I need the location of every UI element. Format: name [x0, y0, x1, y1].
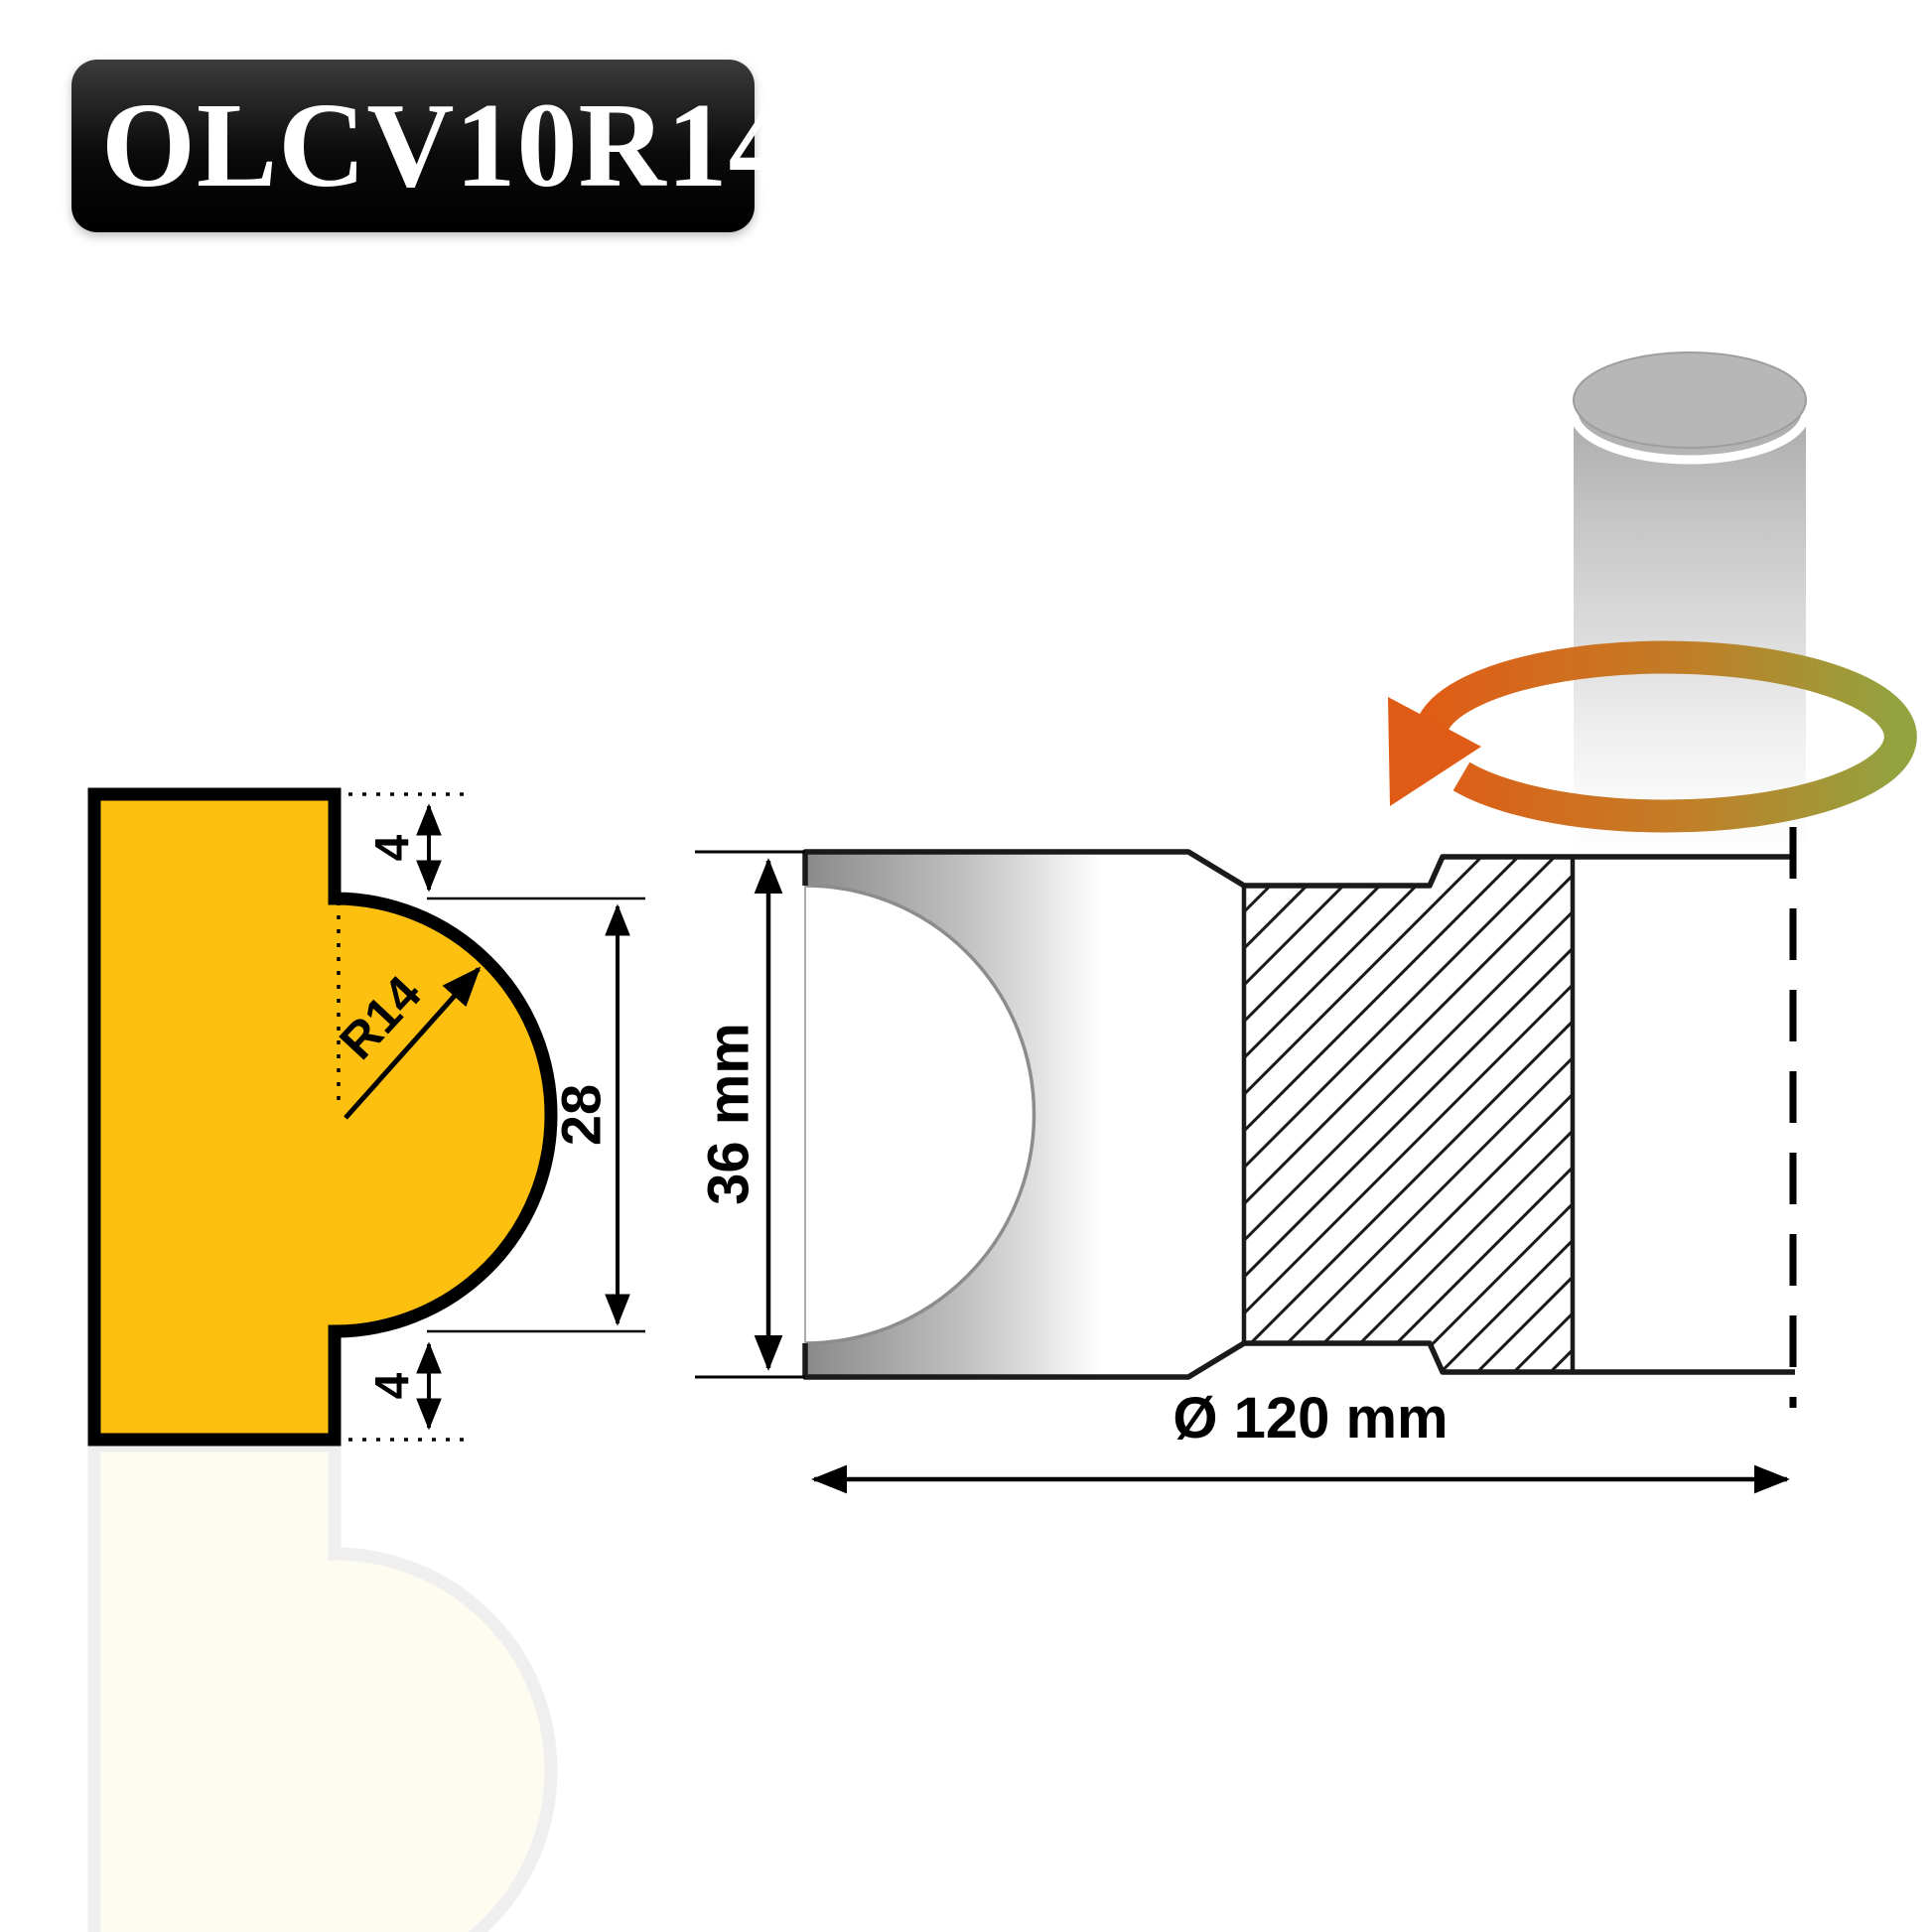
dimension-bottom-offset: 4 [367, 1341, 442, 1431]
dimension-label: 36 mm [697, 1023, 761, 1205]
dimension-arc-height: 28 [427, 897, 645, 1333]
dimension-label: 4 [367, 834, 420, 861]
dimension-diameter: Ø 120 mm [811, 1386, 1790, 1494]
dimension-label: Ø 120 mm [1173, 1386, 1448, 1450]
profile-reflection [94, 1446, 551, 1932]
dimension-label: 4 [367, 1372, 420, 1399]
spindle-top-cap [1573, 351, 1807, 449]
profile-cutout [804, 884, 1036, 1345]
profile-shape [87, 787, 558, 1447]
dimension-top-offset: 4 [367, 803, 442, 893]
spindle-cylinder [1569, 351, 1811, 844]
dimension-body-height: 36 mm [695, 850, 805, 1379]
profile-cross-section: 4 4 R14 28 [87, 787, 645, 1932]
radius-arrow [344, 966, 482, 1120]
product-code-badge: OLCV10R14 [71, 60, 789, 232]
rotation-arrow-icon [1388, 640, 1917, 833]
rotation-arrow-head [1388, 697, 1481, 806]
spindle-cylinder-body [1574, 402, 1806, 844]
hatched-section [1241, 854, 1576, 1375]
dimension-label: 28 [550, 1084, 613, 1146]
product-code-label: OLCV10R14 [101, 78, 790, 212]
cutter-side-view: 36 mm Ø 120 mm [695, 827, 1797, 1494]
rotation-arrow-ring [1419, 640, 1917, 833]
